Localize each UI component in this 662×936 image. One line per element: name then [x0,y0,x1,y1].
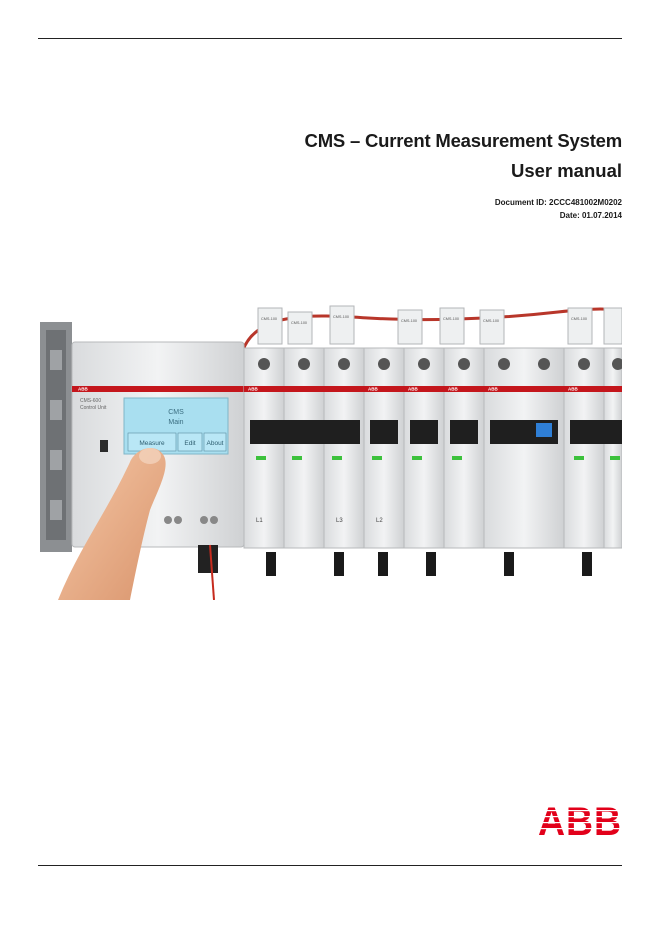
product-photo: ABB CMS-600 Control Unit CMS Main Measur… [40,305,622,600]
device-model: CMS-600 [80,398,101,404]
screen-button-edit: Edit [184,440,195,447]
abb-logo-text: ABB [538,802,622,838]
screen-line2: Main [168,419,183,426]
current-sensors: CMS-100 CMS-100 CMS-100 CMS-100 CMS-100 … [257,305,622,345]
document-subtitle: User manual [510,160,622,181]
breaker-brand-6: ABB [568,387,578,392]
screen-button-measure: Measure [139,440,165,447]
sensor-label-7: CMS-100 [571,317,587,321]
phase-label-l1: L1 [256,518,263,524]
bottom-rule [38,865,622,866]
sensor-label-6: CMS-100 [483,319,499,323]
document-date: Date: 01.07.2014 [559,211,622,220]
breaker-brand-3: ABB [408,387,418,392]
document-title: CMS – Current Measurement System [304,130,623,151]
breaker-brand-5: ABB [488,387,498,392]
phase-label-l3: L3 [336,518,343,524]
control-unit-brand: ABB [78,387,88,392]
pointing-finger [58,448,166,600]
breaker-brand-1: ABB [248,387,258,392]
breaker-brand-4: ABB [448,387,458,392]
breaker-brand-2: ABB [368,387,378,392]
screen-button-about: About [207,440,224,447]
sensor-label-2: CMS-100 [291,321,307,325]
abb-logo: ABB [537,802,623,838]
sensor-label-3: CMS-100 [333,315,349,319]
circuit-breakers: ABB ABB ABB ABB ABB ABB [124,347,622,576]
device-label: Control Unit [80,405,107,411]
sensor-label-4: CMS-100 [401,319,417,323]
sensor-label-5: CMS-100 [443,317,459,321]
screen-line1: CMS [168,409,184,416]
din-rail-bracket [40,322,72,552]
sensor-label-1: CMS-100 [261,317,277,321]
document-id: Document ID: 2CCC481002M0202 [494,198,622,207]
phase-label-l2: L2 [376,518,383,524]
top-rule [38,38,622,39]
